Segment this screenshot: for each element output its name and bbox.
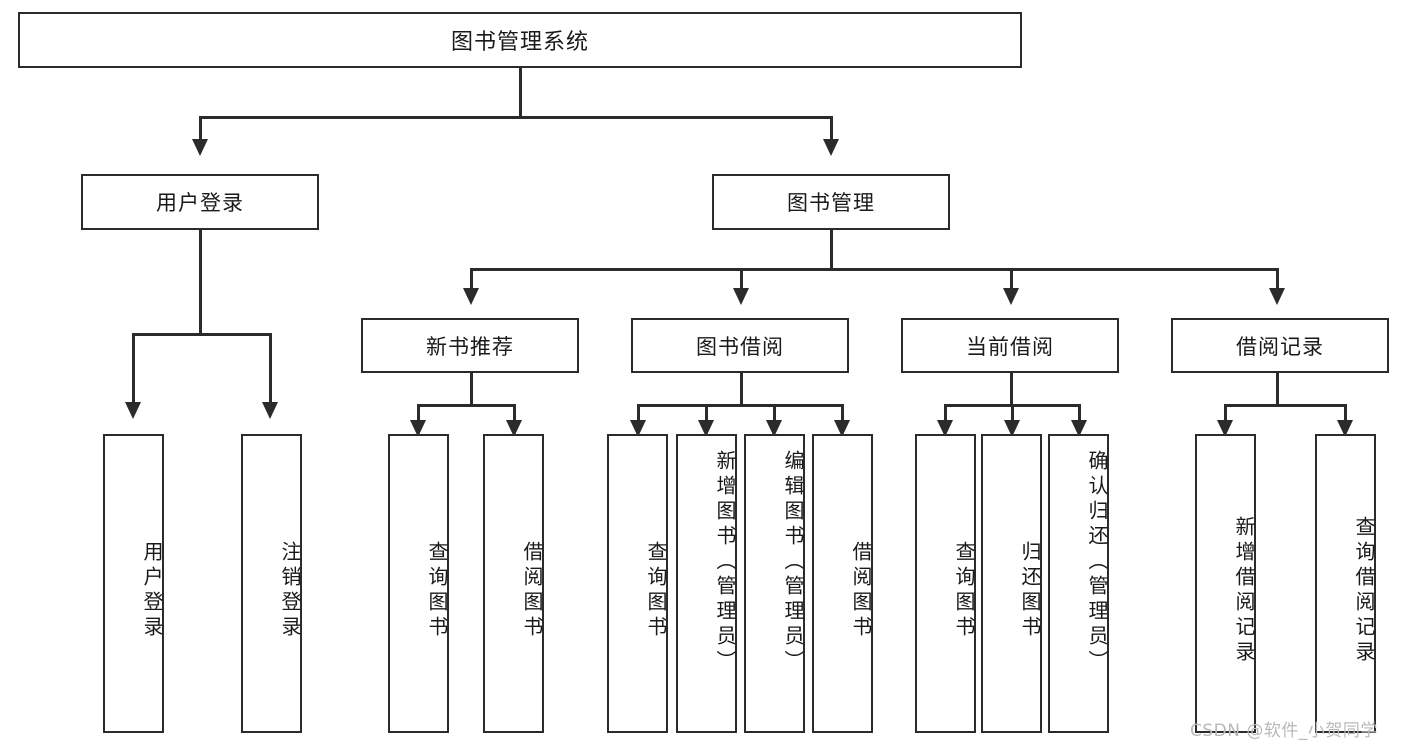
arrow-to-leaf-query-book-1 [410, 420, 426, 437]
connector-borrow-drop-4 [841, 404, 844, 422]
leaf-edit-book-admin[interactable]: 编辑图书（管理员） [744, 434, 805, 733]
arrow-to-leaf-add-book [698, 420, 714, 437]
arrow-to-leaf-borrow-book-1 [506, 420, 522, 437]
arrow-to-leaf-query-record [1337, 420, 1353, 437]
connector-borrow-drop-3 [773, 404, 776, 422]
arrow-to-book-manage [823, 139, 839, 156]
node-root-system[interactable]: 图书管理系统 [18, 12, 1022, 68]
arrow-to-leaf-query-book-2 [630, 420, 646, 437]
connector-root-bus [199, 116, 832, 119]
leaf-query-book-borrow[interactable]: 查询图书 [607, 434, 668, 733]
leaf-user-login[interactable]: 用户登录 [103, 434, 164, 733]
leaf-return-book[interactable]: 归还图书 [981, 434, 1042, 733]
leaf-query-book-current[interactable]: 查询图书 [915, 434, 976, 733]
node-book-borrow[interactable]: 图书借阅 [631, 318, 849, 373]
arrow-to-current-borrow [1003, 288, 1019, 305]
connector-root-stem [519, 68, 522, 118]
connector-record-drop-1 [1224, 404, 1227, 422]
connector-current-drop-2 [1011, 404, 1014, 422]
arrow-to-user-login [192, 139, 208, 156]
arrow-to-leaf-query-book-3 [937, 420, 953, 437]
connector-root-drop-right [830, 116, 833, 144]
node-label: 新增图书（管理员） [713, 450, 737, 675]
arrow-to-leaf-confirm-return [1071, 420, 1087, 437]
arrow-to-leaf-logout [262, 402, 278, 419]
node-current-borrow[interactable]: 当前借阅 [901, 318, 1119, 373]
connector-recommend-stem [470, 373, 473, 406]
node-label: 借阅图书 [520, 540, 544, 641]
connector-borrow-stem [740, 373, 743, 406]
leaf-borrow-book-recommend[interactable]: 借阅图书 [483, 434, 544, 733]
node-book-manage[interactable]: 图书管理 [712, 174, 950, 230]
leaf-query-book-recommend[interactable]: 查询图书 [388, 434, 449, 733]
connector-record-drop-2 [1344, 404, 1347, 422]
leaf-query-borrow-record[interactable]: 查询借阅记录 [1315, 434, 1376, 733]
node-label: 借阅记录 [1236, 334, 1324, 359]
node-label: 注销登录 [278, 540, 302, 641]
connector-book-manage-bus [470, 268, 1278, 271]
leaf-add-borrow-record[interactable]: 新增借阅记录 [1195, 434, 1256, 733]
node-label: 图书管理系统 [450, 30, 589, 55]
node-borrow-record[interactable]: 借阅记录 [1171, 318, 1389, 373]
connector-current-drop-1 [944, 404, 947, 422]
node-label: 用户登录 [140, 540, 164, 641]
arrow-to-leaf-edit-book [766, 420, 782, 437]
node-label: 新书推荐 [426, 334, 514, 359]
connector-recommend-drop-2 [513, 404, 516, 422]
node-label: 借阅图书 [849, 540, 873, 641]
connector-current-stem [1010, 373, 1013, 406]
leaf-logout[interactable]: 注销登录 [241, 434, 302, 733]
node-label: 图书管理 [787, 191, 875, 215]
connector-user-login-drop-2 [269, 333, 272, 405]
arrow-to-book-borrow [733, 288, 749, 305]
arrow-to-new-book-recommend [463, 288, 479, 305]
node-user-login[interactable]: 用户登录 [81, 174, 319, 230]
arrow-to-leaf-user-login [125, 402, 141, 419]
connector-book-manage-drop-3 [1010, 268, 1013, 290]
connector-borrow-drop-1 [637, 404, 640, 422]
connector-root-drop-left [199, 116, 202, 144]
leaf-borrow-book[interactable]: 借阅图书 [812, 434, 873, 733]
node-label: 新增借阅记录 [1232, 515, 1256, 666]
connector-recommend-bus [417, 404, 515, 407]
arrow-to-leaf-borrow-book-2 [834, 420, 850, 437]
leaf-add-book-admin[interactable]: 新增图书（管理员） [676, 434, 737, 733]
arrow-to-leaf-return-book [1004, 420, 1020, 437]
connector-user-login-stem [199, 230, 202, 335]
arrow-to-leaf-add-record [1217, 420, 1233, 437]
node-new-book-recommend[interactable]: 新书推荐 [361, 318, 579, 373]
connector-book-manage-drop-4 [1276, 268, 1279, 290]
connector-record-bus [1224, 404, 1346, 407]
connector-borrow-drop-2 [705, 404, 708, 422]
node-label: 查询借阅记录 [1352, 515, 1376, 666]
arrow-to-borrow-record [1269, 288, 1285, 305]
watermark-text: CSDN @软件_小贺同学 [1190, 721, 1378, 741]
connector-book-manage-drop-1 [470, 268, 473, 290]
connector-user-login-bus [132, 333, 271, 336]
node-label: 查询图书 [425, 540, 449, 641]
node-label: 查询图书 [644, 540, 668, 641]
connector-book-manage-stem [830, 230, 833, 270]
connector-current-drop-3 [1078, 404, 1081, 422]
node-label: 归还图书 [1018, 540, 1042, 641]
connector-borrow-bus [637, 404, 843, 407]
node-label: 查询图书 [952, 540, 976, 641]
leaf-confirm-return-admin[interactable]: 确认归还（管理员） [1048, 434, 1109, 733]
node-label: 图书借阅 [696, 334, 784, 359]
node-label: 用户登录 [156, 191, 244, 215]
connector-user-login-drop-1 [132, 333, 135, 405]
connector-book-manage-drop-2 [740, 268, 743, 290]
node-label: 当前借阅 [966, 334, 1054, 359]
node-label: 编辑图书（管理员） [781, 450, 805, 675]
node-label: 确认归还（管理员） [1085, 450, 1109, 675]
connector-record-stem [1276, 373, 1279, 406]
connector-recommend-drop-1 [417, 404, 420, 422]
